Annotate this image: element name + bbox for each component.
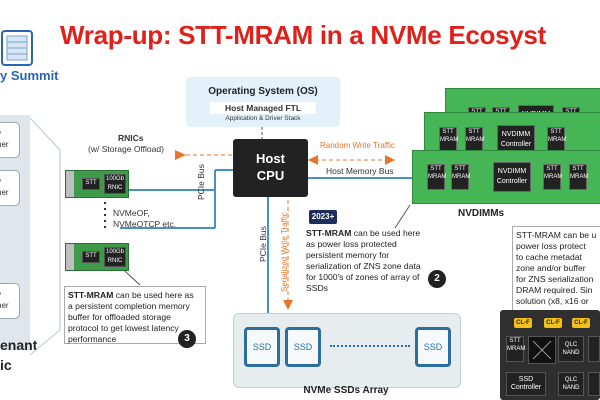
random-write-label: Random Write Traffic bbox=[320, 141, 395, 150]
note-number-2: 2 bbox=[428, 270, 446, 288]
note3-bold: STT-MRAM bbox=[68, 290, 114, 300]
nvdimm-stt-chip: STT MRAM bbox=[451, 164, 470, 190]
note-zns-serialization: STT-MRAM can be used here as power loss … bbox=[306, 228, 430, 294]
yellow-chip: CL-F bbox=[572, 318, 590, 328]
summit-logo bbox=[0, 25, 42, 70]
nvdimm-stt-chip: STT MRAM bbox=[569, 164, 588, 190]
host-cpu: Host CPU bbox=[233, 139, 308, 197]
rnic-protocols: NVMeOF, NVMeOTCP etc. bbox=[113, 208, 177, 229]
rnic-chip: 100Gb RNIC bbox=[104, 247, 126, 267]
ssd-drive: SSD bbox=[244, 327, 280, 367]
tenant-box: y ner bbox=[0, 170, 20, 206]
rnic-card-1: STT 100Gb RNIC bbox=[65, 170, 129, 198]
card-stt-chip: STT MRAM bbox=[506, 336, 525, 362]
note-right-line: STT-MRAM can be u bbox=[516, 230, 597, 240]
card-crossed-chip bbox=[528, 336, 556, 364]
nvdimm-stt-chip: STT MRAM bbox=[427, 164, 446, 190]
note2-text: can be used here as power loss protected… bbox=[306, 228, 421, 293]
note-right-line: power loss protect bbox=[516, 241, 586, 251]
note3-text: can be used here as a persistent complet… bbox=[68, 290, 194, 344]
yellow-chip: CL-F bbox=[514, 318, 532, 328]
slide-title: Wrap-up: STT-MRAM in a NVMe Ecosyst bbox=[60, 20, 546, 50]
card-chip-partial bbox=[588, 372, 600, 396]
rnic-card-2: STT 100Gb RNIC bbox=[65, 243, 129, 271]
note-right-line: zone and/or buffer bbox=[516, 263, 586, 273]
note-right-box bbox=[512, 226, 600, 312]
host-managed-ftl: Host Managed FTL bbox=[210, 102, 316, 114]
note-completion-buffer: STT-MRAM can be used here as a persisten… bbox=[68, 290, 200, 345]
cpu-line2: CPU bbox=[256, 168, 285, 183]
note-number-3: 3 bbox=[178, 330, 196, 348]
brand-name: y Summit bbox=[0, 68, 59, 83]
ssd-drive: SSD bbox=[415, 327, 451, 367]
ssd-card: CL-F CL-F CL-F STT MRAM QLC NAND SSD Con… bbox=[500, 310, 600, 400]
cpu-line1: Host bbox=[256, 151, 285, 166]
rnics-label: RNICs bbox=[118, 133, 144, 143]
nvdimm-stt-chip: STT MRAM bbox=[547, 127, 566, 153]
tenant-box: y ner bbox=[0, 122, 20, 158]
tenant-box: y ner bbox=[0, 283, 20, 319]
note-right-line: DRAM required. Sin bbox=[516, 285, 593, 295]
note2-bold: STT-MRAM bbox=[306, 228, 352, 238]
ssd-array-label: NVMe SSDs Array bbox=[303, 385, 389, 396]
nvdimm-controller: NVDIMM Controller bbox=[493, 162, 531, 192]
ssd-ellipsis bbox=[330, 345, 410, 347]
rnic-bracket bbox=[66, 244, 74, 270]
rnic-stt-chip: STT bbox=[82, 178, 100, 190]
note-right-line: solution (x8, x16 or bbox=[516, 296, 589, 306]
serialized-write-label: Serialized Write Traffic bbox=[280, 212, 289, 292]
year-badge: 2023+ bbox=[309, 210, 337, 224]
note-right-line: to cache metadat bbox=[516, 252, 582, 262]
rnics-sublabel: (w/ Storage Offload) bbox=[88, 144, 164, 154]
app-driver-stack: Application & Driver Stack bbox=[225, 115, 301, 122]
card-ssd-controller: SSD Controller bbox=[506, 372, 546, 396]
nvdimm-stt-chip: STT MRAM bbox=[465, 127, 484, 153]
card-qlc-nand: QLC NAND bbox=[558, 372, 584, 396]
note-right-line: for ZNS serialization bbox=[516, 274, 594, 284]
pcie-bus-bottom-label: PCIe Bus bbox=[258, 226, 268, 262]
nvdimms-label: NVDIMMs bbox=[458, 208, 505, 219]
nvdimm-stt-chip: STT MRAM bbox=[543, 164, 562, 190]
rnic-bracket bbox=[66, 171, 74, 197]
yellow-chip: CL-F bbox=[544, 318, 562, 328]
rnic-stt-chip: STT bbox=[82, 251, 100, 263]
card-chip-partial bbox=[588, 336, 600, 362]
tenant-footer-label: enant ic bbox=[0, 337, 38, 373]
pcie-bus-left-label: PCIe Bus bbox=[196, 164, 206, 200]
ssd-drive: SSD bbox=[285, 327, 321, 367]
rnic-chip: 100Gb RNIC bbox=[104, 174, 126, 194]
nvdimm-module: STT MRAM STT MRAM NVDIMM Controller STT … bbox=[412, 150, 600, 204]
host-memory-bus-label: Host Memory Bus bbox=[326, 166, 394, 176]
card-qlc-nand: QLC NAND bbox=[558, 336, 584, 362]
note-right: STT-MRAM can be u power loss protect to … bbox=[516, 230, 600, 307]
os-title: Operating System (OS) bbox=[208, 86, 318, 97]
